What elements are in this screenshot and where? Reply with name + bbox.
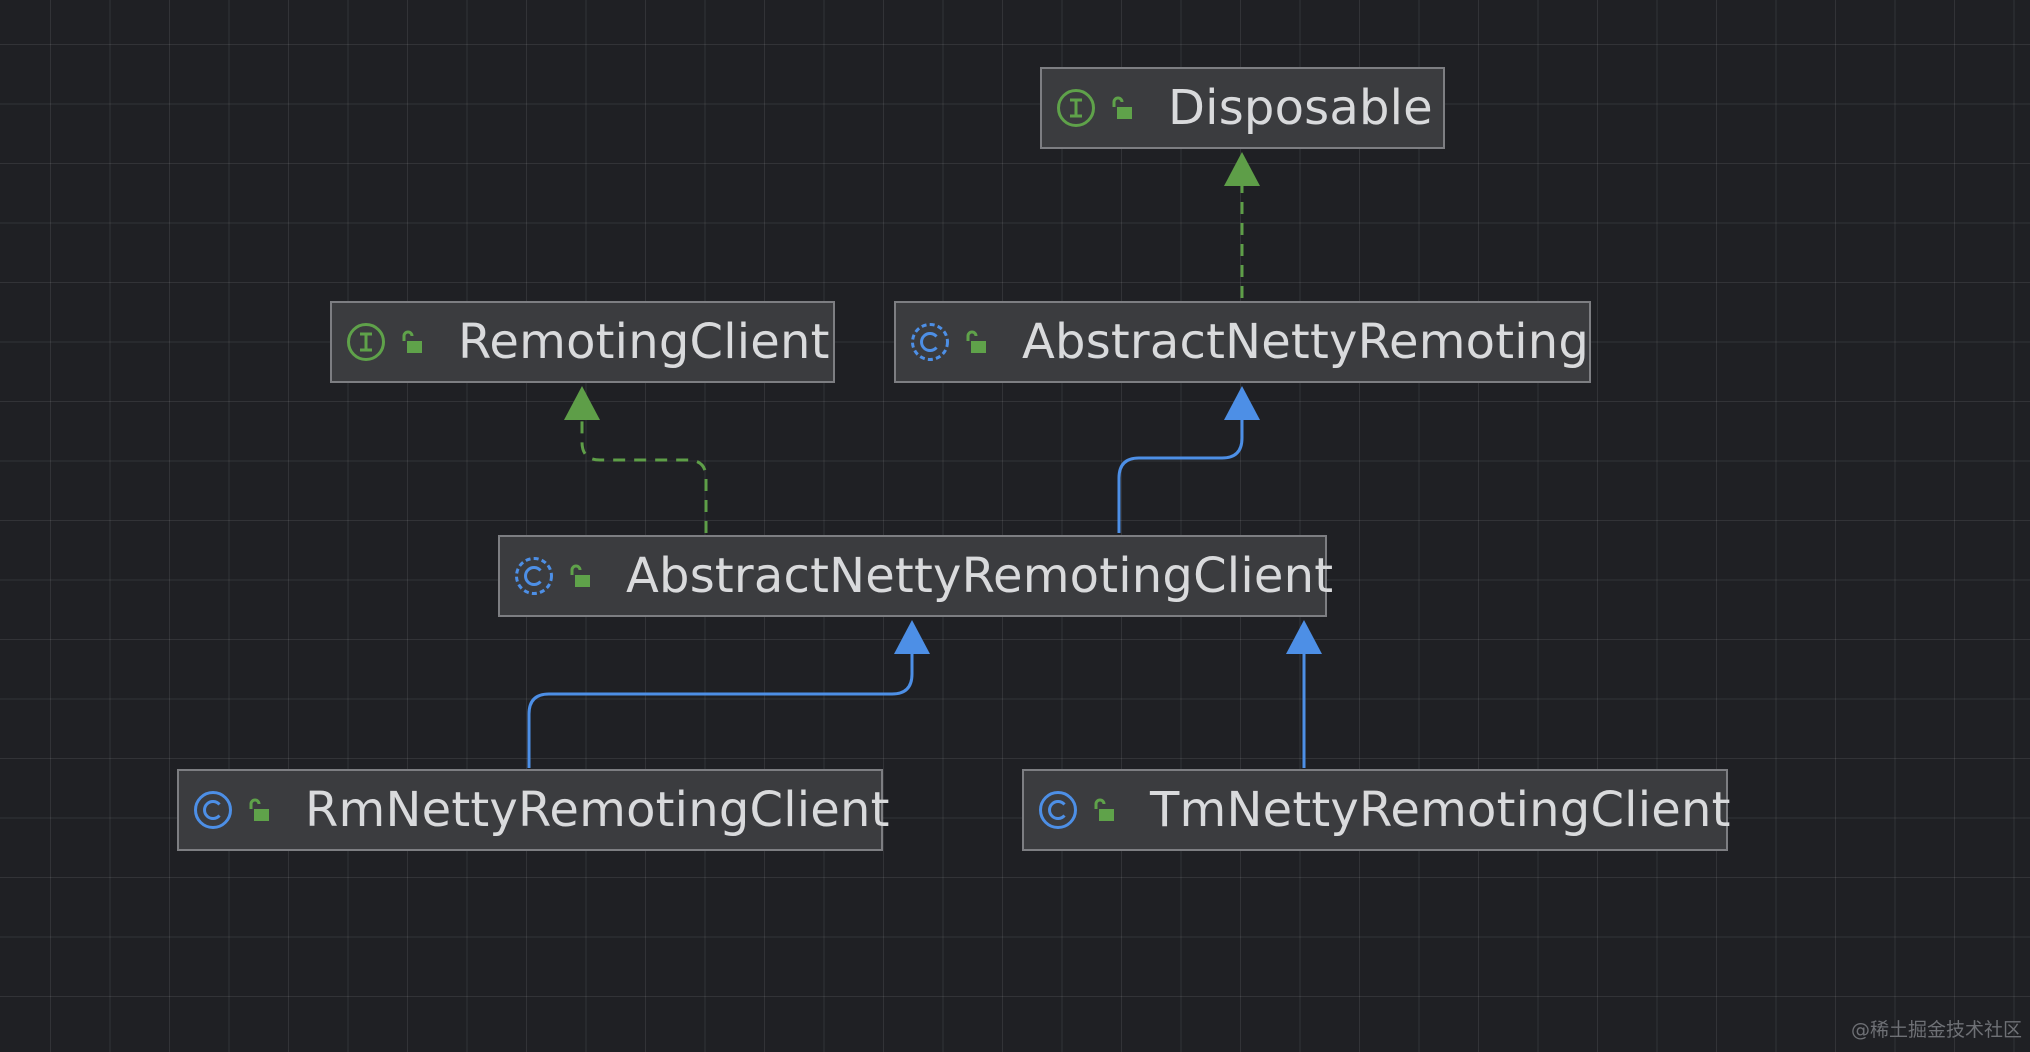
node-tm-netty-remoting-client[interactable]: TmNettyRemotingClient	[1022, 769, 1731, 851]
interface-icon	[347, 323, 385, 361]
node-label: Disposable	[1168, 80, 1433, 136]
edge-abstract-netty-remoting-client-to-remoting-client	[580, 416, 708, 533]
node-label: TmNettyRemotingClient	[1150, 782, 1731, 838]
abstract-class-icon	[515, 557, 553, 595]
arrowhead-remoting-client	[564, 386, 600, 420]
node-label: RemotingClient	[458, 314, 830, 370]
node-rm-netty-remoting-client[interactable]: RmNettyRemotingClient	[177, 769, 889, 851]
arrowhead-abstract-netty-remoting-client-left	[894, 620, 930, 654]
arrowhead-abstract-netty-remoting	[1224, 386, 1260, 420]
edge-rm-netty-remoting-client-to-abstract-netty-remoting-client	[527, 652, 914, 768]
node-remoting-client[interactable]: RemotingClient	[330, 301, 835, 383]
watermark: @稀土掘金技术社区	[1850, 1019, 2022, 1041]
arrowhead-abstract-netty-remoting-client-right	[1286, 620, 1322, 654]
public-lock-icon	[966, 330, 986, 353]
class-icon	[194, 791, 232, 829]
public-lock-icon	[1112, 96, 1132, 119]
public-lock-icon	[402, 330, 422, 353]
interface-icon	[1057, 89, 1095, 127]
node-abstract-netty-remoting[interactable]: AbstractNettyRemoting	[894, 301, 1591, 383]
public-lock-icon	[570, 564, 590, 587]
abstract-class-icon	[911, 323, 949, 361]
edge-abstract-netty-remoting-client-to-abstract-netty-remoting	[1117, 416, 1244, 533]
arrowhead-disposable	[1224, 152, 1260, 186]
node-disposable[interactable]: Disposable	[1040, 67, 1445, 149]
node-label: AbstractNettyRemoting	[1022, 314, 1590, 370]
node-label: RmNettyRemotingClient	[305, 782, 890, 838]
public-lock-icon	[1094, 798, 1114, 821]
node-abstract-netty-remoting-client[interactable]: AbstractNettyRemotingClient	[498, 535, 1333, 617]
public-lock-icon	[249, 798, 269, 821]
node-label: AbstractNettyRemotingClient	[626, 548, 1334, 604]
class-icon	[1039, 791, 1077, 829]
